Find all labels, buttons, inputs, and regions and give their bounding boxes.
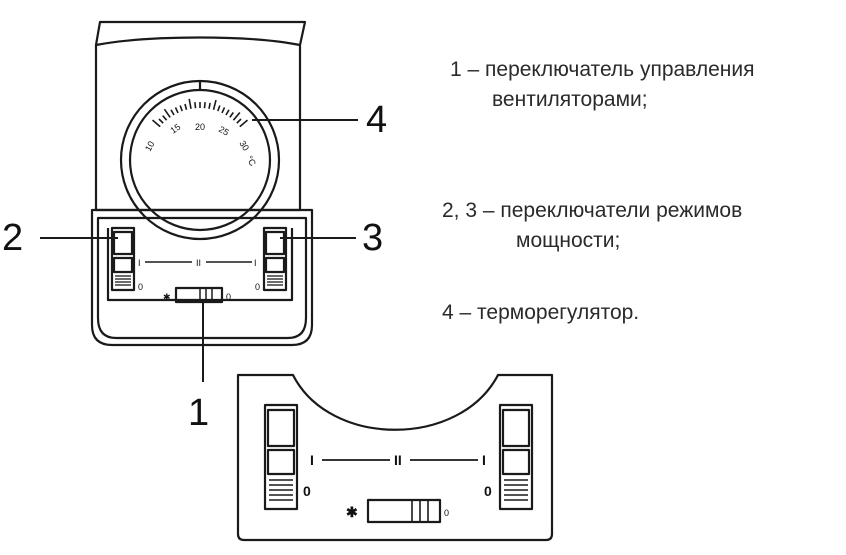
dial-unit: °C bbox=[244, 154, 258, 168]
legend-item-1-line-2: вентиляторами; bbox=[492, 88, 648, 111]
fan-switch-1[interactable] bbox=[174, 286, 224, 304]
dial-scale: 10 15 20 25 30 °C bbox=[143, 122, 258, 168]
dial-tick bbox=[184, 103, 188, 111]
leader-lines bbox=[40, 119, 358, 382]
power-switch-3[interactable] bbox=[262, 226, 288, 292]
callout-1: 1 bbox=[188, 392, 209, 434]
snowflake-icon-enlarged: ✱ bbox=[346, 504, 358, 520]
temperature-dial[interactable] bbox=[119, 79, 281, 241]
dial-tick bbox=[232, 111, 241, 121]
dial-label-25: 25 bbox=[217, 124, 231, 138]
dial-tick bbox=[174, 107, 179, 114]
mark-pos-two-enlarged: II bbox=[394, 452, 402, 468]
dial-tick bbox=[194, 102, 197, 109]
mark-pos-two: II bbox=[196, 258, 201, 268]
switch-panel-enlarged bbox=[236, 373, 554, 542]
mark-pos-one-right-enlarged: I bbox=[482, 452, 486, 468]
dial-tick bbox=[170, 109, 175, 116]
dial-tick bbox=[179, 105, 183, 112]
dial-label-10: 10 bbox=[143, 139, 157, 153]
legend-item-4: 4 – терморегулятор. bbox=[442, 298, 639, 328]
power-switch-2-enlarged[interactable] bbox=[263, 403, 299, 511]
dial-tick bbox=[212, 99, 217, 110]
dial-tick bbox=[239, 119, 249, 128]
dial-tick bbox=[188, 98, 192, 109]
mark-pos-one-right: I bbox=[254, 258, 257, 268]
fan-switch-1-enlarged[interactable] bbox=[366, 498, 442, 524]
callout-3: 3 bbox=[362, 217, 383, 259]
callout-numbers: 2 3 4 1 bbox=[2, 99, 387, 434]
legend-item-23-line-2: мощности; bbox=[516, 229, 621, 252]
switch-panel-top bbox=[106, 226, 294, 304]
dial-tick bbox=[225, 109, 230, 116]
legend-item-4-line: 4 – терморегулятор. bbox=[442, 301, 640, 324]
dial-tick bbox=[158, 118, 164, 124]
dial-tick bbox=[236, 118, 242, 124]
snowflake-icon: ✱ bbox=[163, 292, 171, 302]
legend-item-1-line-1: 1 – переключатель управления bbox=[450, 58, 755, 81]
mark-pos-one-left: I bbox=[138, 258, 141, 268]
dial-label-15: 15 bbox=[168, 122, 182, 136]
mark-off-left: 0 bbox=[138, 282, 143, 292]
callout-2: 2 bbox=[2, 217, 23, 259]
legend-item-23: 2, 3 – переключатели режимов мощности; bbox=[442, 196, 742, 256]
power-switch-3-enlarged[interactable] bbox=[498, 403, 534, 511]
dial-tick bbox=[221, 107, 226, 114]
dial-tick bbox=[163, 108, 171, 118]
mark-off-right: 0 bbox=[255, 282, 260, 292]
dial-label-20: 20 bbox=[195, 122, 205, 132]
dial-tick bbox=[151, 119, 161, 128]
mark-off-fan: 0 bbox=[226, 292, 231, 302]
callout-4: 4 bbox=[366, 99, 387, 141]
thermostat-body bbox=[90, 20, 314, 347]
dial-label-30: 30 bbox=[237, 139, 251, 153]
dial-tick bbox=[229, 112, 234, 118]
panel-marks: I II I 0 0 ✱ 0 I II I 0 0 ✱ 0 bbox=[138, 258, 492, 520]
dial-tick bbox=[217, 105, 221, 112]
legend-item-23-line-1: 2, 3 – переключатели режимов bbox=[442, 199, 743, 222]
dial-tick bbox=[162, 115, 168, 121]
mark-off-fan-enlarged: 0 bbox=[444, 508, 449, 518]
power-switch-2[interactable] bbox=[110, 226, 136, 292]
legend-item-1: 1 – переключатель управления вентилятора… bbox=[450, 55, 755, 115]
dial-tick bbox=[203, 102, 206, 109]
mark-off-left-enlarged: 0 bbox=[303, 483, 311, 499]
mark-off-right-enlarged: 0 bbox=[484, 483, 492, 499]
dial-tick bbox=[208, 102, 211, 109]
mark-pos-one-left-enlarged: I bbox=[310, 452, 314, 468]
